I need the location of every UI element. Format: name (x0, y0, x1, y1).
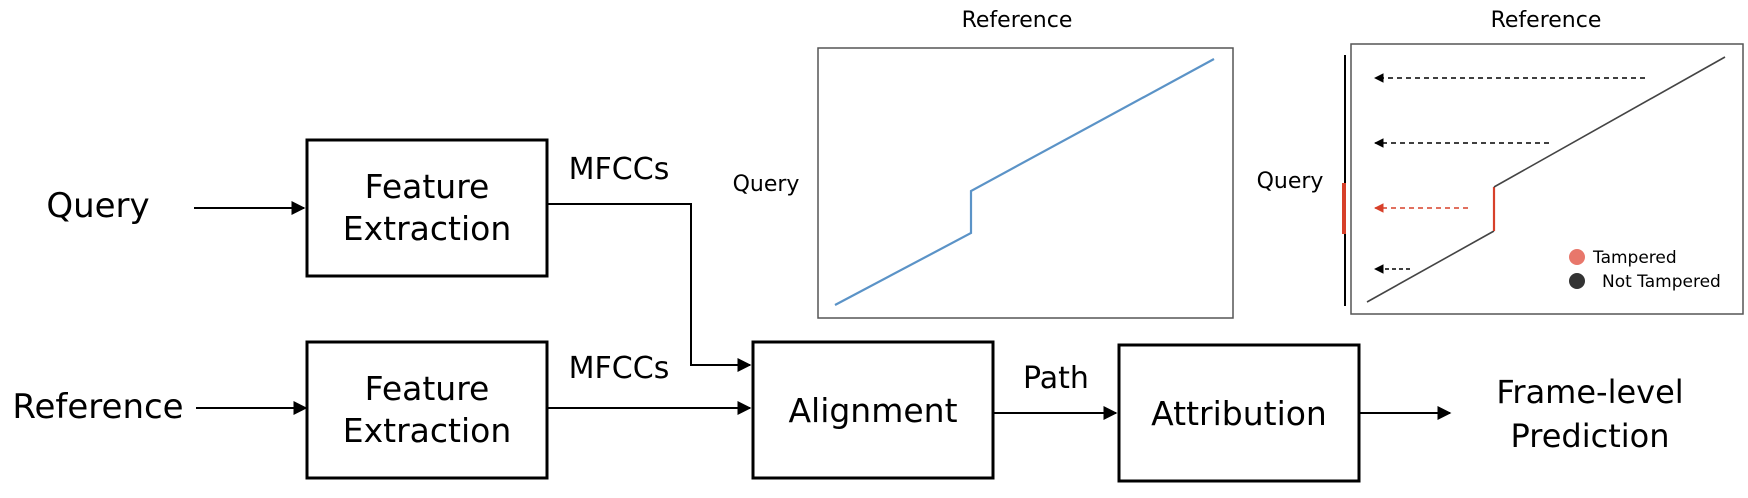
plot1-alignment-path (834, 58, 1215, 306)
mfccs-bottom-label: MFCCs (569, 351, 670, 386)
feature-extraction-top-line1: Feature (365, 167, 490, 206)
plot2-ylabel: Query (1257, 169, 1324, 194)
legend-not-tampered-label: Not Tampered (1602, 272, 1721, 292)
output-label-line1: Frame-level (1496, 373, 1683, 411)
output-label-line2: Prediction (1511, 417, 1670, 455)
plot1-frame (817, 47, 1234, 319)
mfccs-top-connector (548, 203, 752, 372)
attribution-label: Attribution (1151, 394, 1327, 433)
feature-extraction-top-line2: Extraction (343, 209, 511, 248)
attribution-block: Attribution (1117, 343, 1361, 483)
legend-tampered-marker (1569, 249, 1585, 265)
alignment-path-plot: Reference Query (733, 8, 1234, 319)
feature-extraction-bottom-line2: Extraction (343, 411, 511, 450)
feature-extraction-bottom-block: Feature Extraction (305, 340, 549, 480)
feature-extraction-bottom-line1: Feature (365, 369, 490, 408)
legend-tampered-label: Tampered (1592, 248, 1677, 268)
feature-extraction-top-block: Feature Extraction (305, 138, 549, 278)
plot2-legend: Tampered Not Tampered (1569, 248, 1721, 292)
plot1-ylabel: Query (733, 172, 800, 197)
query-input-label: Query (46, 186, 149, 226)
path-label: Path (1023, 361, 1089, 396)
plot2-frame (1350, 43, 1744, 315)
mfccs-top-label: MFCCs (569, 152, 670, 187)
plot2-path-lower (1366, 230, 1495, 303)
alignment-label: Alignment (788, 391, 957, 430)
plot1-title: Reference (962, 8, 1073, 33)
alignment-block: Alignment (751, 340, 995, 480)
plot2-title: Reference (1491, 8, 1602, 33)
attribution-plot: Reference Query Tampered Not Tampered (1257, 8, 1744, 315)
reference-input-label: Reference (12, 387, 183, 427)
legend-not-tampered-marker (1569, 273, 1585, 289)
plot2-path-upper (1493, 56, 1726, 188)
